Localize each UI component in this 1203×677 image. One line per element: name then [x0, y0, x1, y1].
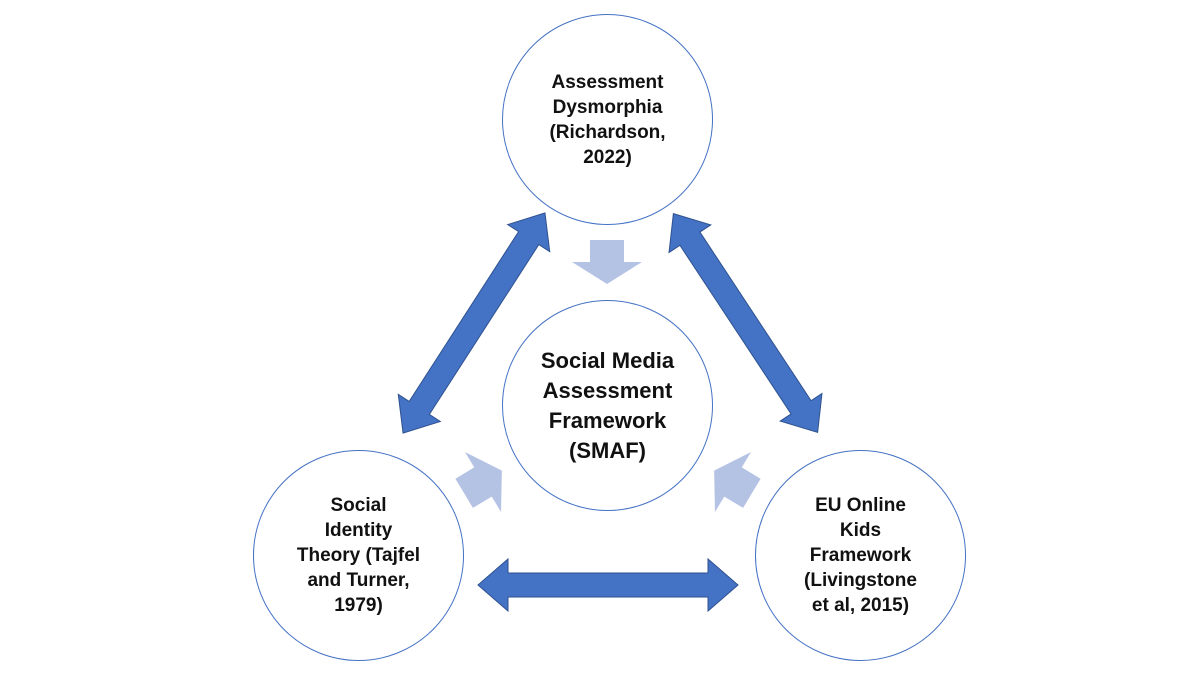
double-arrow-left [397, 212, 551, 434]
node-eu-online-kids: EU Online Kids Framework (Livingstone et… [755, 450, 966, 661]
node-smaf: Social Media Assessment Framework (SMAF) [502, 300, 713, 511]
light-arrow-left [455, 451, 502, 513]
double-arrow-shape [397, 212, 551, 434]
node-social-identity-theory: Social Identity Theory (Tajfel and Turne… [253, 450, 464, 661]
node-label: Social Identity Theory (Tajfel and Turne… [296, 495, 421, 616]
light-arrow-top [572, 240, 642, 284]
double-arrow-shape [477, 557, 739, 613]
double-arrow-right [668, 212, 823, 434]
light-arrow-shape [455, 451, 502, 513]
double-arrow-bottom [477, 557, 739, 613]
light-arrow-shape [714, 451, 761, 513]
double-arrow-shape [668, 212, 823, 434]
node-label: Social Media Assessment Framework (SMAF) [540, 347, 675, 463]
node-label: EU Online Kids Framework (Livingstone et… [804, 495, 917, 616]
light-arrow-shape [572, 240, 642, 284]
node-label: Assessment Dysmorphia (Richardson, 2022) [549, 71, 666, 168]
light-arrow-right [714, 451, 761, 513]
node-assessment-dysmorphia: Assessment Dysmorphia (Richardson, 2022) [502, 14, 713, 225]
